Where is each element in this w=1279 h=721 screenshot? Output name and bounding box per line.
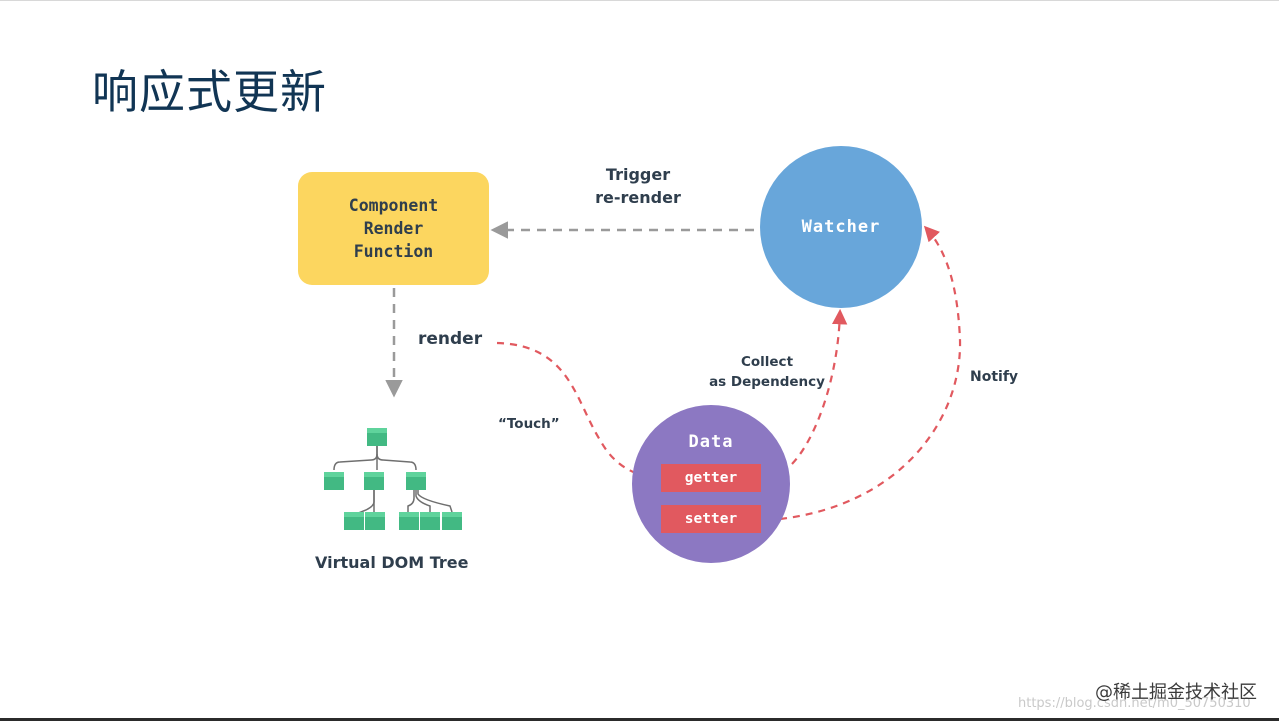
touch-label: “Touch” xyxy=(498,416,560,432)
collect-dependency-label: Collect as Dependency xyxy=(709,354,825,390)
touch-arrow xyxy=(496,341,660,485)
trigger-rerender-label: Trigger re-render xyxy=(595,165,681,207)
brand-watermark: @稀土掘金技术社区 xyxy=(1095,682,1257,703)
setter-pill: setter xyxy=(661,505,761,533)
tree-node-icon xyxy=(406,472,426,490)
tree-node-icon xyxy=(442,512,462,530)
tree-node-icon xyxy=(324,472,344,490)
url-watermark: https://blog.csdn.net/m0_50750310 xyxy=(1018,696,1251,711)
watcher-circle: Watcher xyxy=(760,146,922,308)
tree-node-icon xyxy=(399,512,419,530)
component-render-function-box: Component Render Function xyxy=(298,172,489,285)
notify-label: Notify xyxy=(970,369,1019,385)
tree-node-icon xyxy=(364,472,384,490)
data-circle: Data getter setter xyxy=(632,405,790,563)
bottom-rule xyxy=(0,718,1279,721)
slide-title: 响应式更新 xyxy=(92,65,327,119)
notify-arrow xyxy=(779,225,962,521)
data-label: Data xyxy=(688,432,734,452)
tree-node-icon xyxy=(365,512,385,530)
tree-node-icon xyxy=(420,512,440,530)
virtual-dom-tree-icon xyxy=(324,428,462,530)
tree-node-icon xyxy=(344,512,364,530)
tree-node-icon xyxy=(367,428,387,446)
top-rule xyxy=(0,0,1279,1)
virtual-dom-tree-label: Virtual DOM Tree xyxy=(315,553,469,572)
component-render-function-label: Component Render Function xyxy=(348,196,439,261)
render-label: render xyxy=(418,329,483,349)
getter-pill: getter xyxy=(661,464,761,492)
collect-arrow xyxy=(791,308,848,465)
watcher-label: Watcher xyxy=(801,217,881,237)
